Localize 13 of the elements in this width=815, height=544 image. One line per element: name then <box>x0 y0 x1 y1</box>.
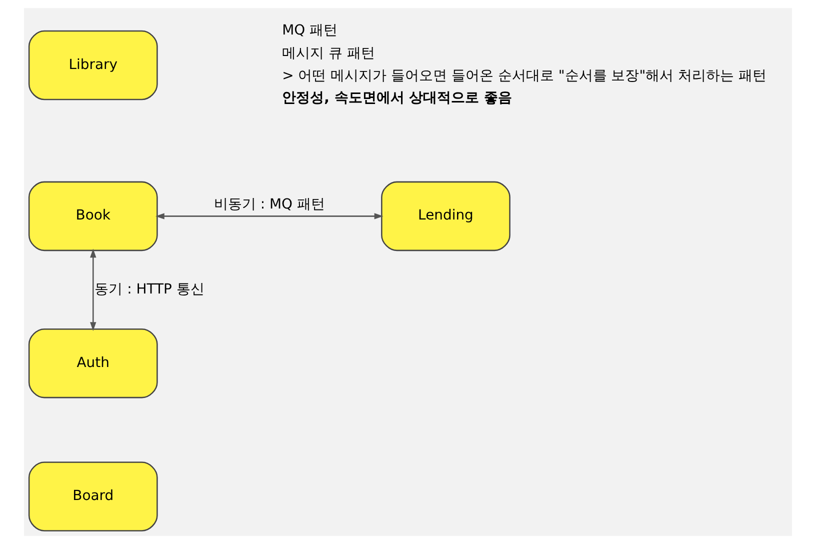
edge-label: 비동기 : MQ 패턴 <box>213 196 324 212</box>
arrow <box>90 248 96 331</box>
node-box: Board <box>28 462 158 532</box>
edge-label: 동기 : HTTP 통신 <box>94 281 204 298</box>
label: MQ 패턴 <box>282 22 338 39</box>
node-box: Auth <box>28 328 158 398</box>
node-box: Library <box>28 30 158 100</box>
node-box: Lending <box>380 181 510 252</box>
node-box: Book <box>28 181 158 252</box>
label: 메시지 큐 패턴 <box>282 45 374 62</box>
label: > 어떤 메시지가 들어오면 들어온 순서대로 "순서를 보장"해서 처리하는 패턴 <box>282 68 766 84</box>
label: 안정성, 속도면에서 상대적으로 좋음 <box>282 90 512 106</box>
arrow <box>154 213 383 220</box>
